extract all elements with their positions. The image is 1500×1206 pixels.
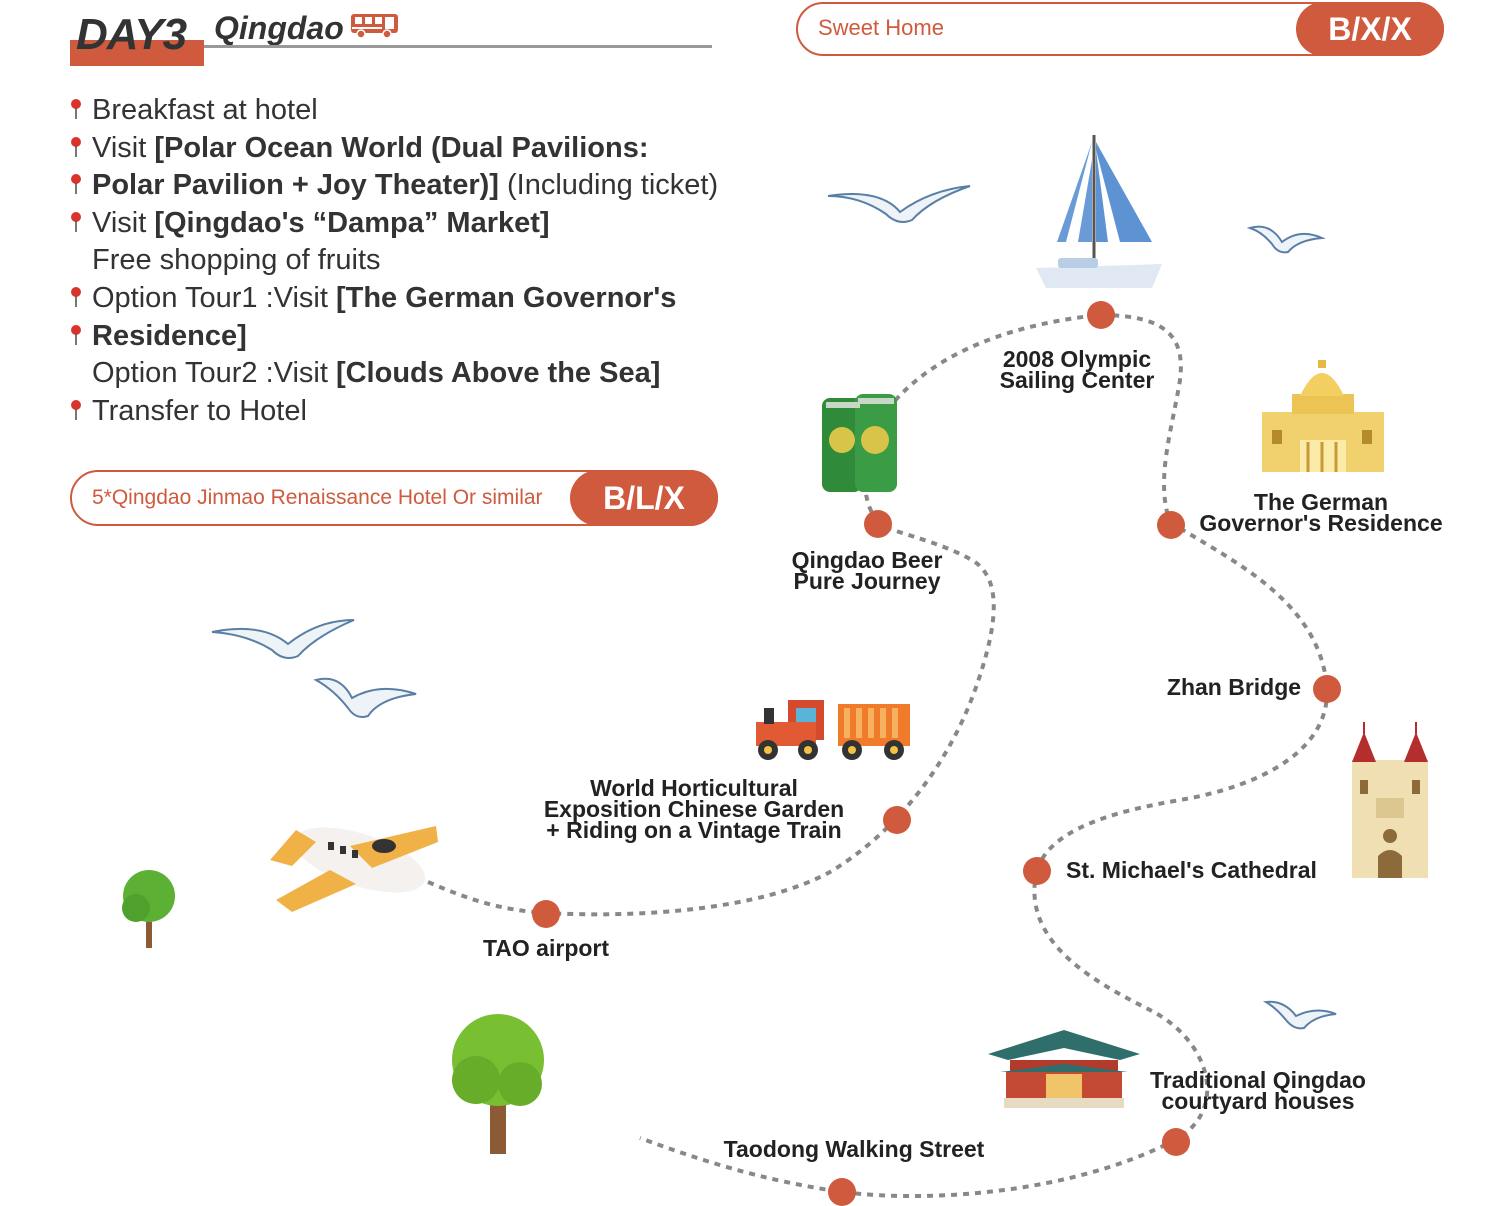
stop-dot-garden — [883, 806, 911, 834]
itinerary-text: Visit [Qingdao's “Dampa” Market] — [92, 205, 550, 243]
itinerary-text-bold: [The German Governor's — [335, 281, 677, 314]
stop-label-zhan: Zhan Bridge — [1166, 674, 1302, 700]
route-path — [1035, 520, 1330, 871]
itinerary-text-plain: Option Tour1 :Visit — [92, 281, 336, 314]
seagull-icon — [211, 619, 355, 659]
large-tree-icon — [452, 1014, 544, 1154]
itinerary-item: Free shopping of fruits — [66, 242, 766, 280]
itinerary-text-bold: [Polar Ocean World (Dual Pavilions: — [154, 131, 649, 164]
meal-badge: B/X/X — [1296, 2, 1444, 56]
itinerary-item: Transfer to Hotel — [66, 393, 766, 431]
itinerary-text-bold: Polar Pavilion + Joy Theater)] — [92, 169, 499, 202]
itinerary-item: Visit [Polar Ocean World (Dual Pavilions… — [66, 130, 766, 168]
map-pin-icon — [71, 286, 81, 307]
stop-dot-taodong — [828, 1178, 856, 1206]
accommodation-text: Sweet Home — [818, 15, 944, 40]
stop-dot-courtyard — [1162, 1128, 1190, 1156]
itinerary-text: Visit [Polar Ocean World (Dual Pavilions… — [92, 130, 649, 168]
beer-cans-icon — [822, 394, 897, 492]
itinerary-text-bold: [Qingdao's “Dampa” Market] — [154, 206, 550, 239]
map-pin-icon — [71, 211, 81, 232]
stop-dot-cathedral — [1023, 857, 1051, 885]
courtyard-pavilion-icon — [988, 1030, 1140, 1108]
stop-dot-governor — [1157, 511, 1185, 539]
map-pin-icon — [71, 174, 81, 195]
itinerary-text: Option Tour2 :Visit [Clouds Above the Se… — [92, 355, 660, 393]
itinerary-item: Residence] — [66, 318, 766, 356]
itinerary-text-plain: (Including ticket) — [498, 169, 719, 202]
accommodation-pill: Sweet Home B/X/X — [796, 2, 1444, 56]
seagull-icon — [313, 677, 417, 718]
bus-icon — [351, 14, 398, 39]
meal-badge: B/L/X — [570, 470, 718, 526]
itinerary-text-plain: Visit — [92, 131, 155, 164]
stop-dot-sailing — [1087, 301, 1115, 329]
stop-label-airport: TAO airport — [482, 935, 610, 961]
itinerary-text: Transfer to Hotel — [92, 394, 307, 427]
hotel-text: 5*Qingdao Jinmao Renaissance Hotel Or si… — [92, 486, 543, 509]
city-label: Qingdao — [214, 10, 344, 46]
stop-dot-beer — [864, 510, 892, 538]
small-tree-icon — [122, 870, 175, 948]
itinerary-text-plain: Visit — [92, 206, 155, 239]
hotel-pill: 5*Qingdao Jinmao Renaissance Hotel Or si… — [70, 470, 718, 526]
cathedral-icon — [1352, 722, 1428, 878]
stop-dot-airport — [532, 900, 560, 928]
map-pin-icon — [71, 399, 81, 420]
stop-label-taodong: Taodong Walking Street — [723, 1136, 985, 1162]
sailboat-icon — [1036, 135, 1162, 288]
seagull-icon — [827, 185, 971, 223]
stop-dot-zhan — [1313, 675, 1341, 703]
map-pin-icon — [71, 324, 81, 345]
itinerary-text-bold: [Clouds Above the Sea] — [335, 357, 661, 390]
day-label: DAY3 — [76, 10, 187, 59]
itinerary-text: Free shopping of fruits — [92, 244, 381, 277]
itinerary-text: Breakfast at hotel — [92, 94, 318, 126]
itinerary-text: Option Tour1 :Visit [The German Governor… — [92, 280, 676, 318]
itinerary-text-bold: Residence] — [92, 319, 247, 352]
itinerary-item: Option Tour1 :Visit [The German Governor… — [66, 280, 766, 318]
itinerary-item: Visit [Qingdao's “Dampa” Market] — [66, 205, 766, 243]
governor-residence-icon — [1262, 360, 1384, 472]
itinerary-text: Residence] — [92, 318, 247, 356]
map-pin-icon — [71, 136, 81, 157]
map-pin-icon — [71, 99, 81, 119]
stop-label-cathedral: St. Michael's Cathedral — [1066, 857, 1317, 883]
itinerary-item: Option Tour2 :Visit [Clouds Above the Se… — [66, 355, 766, 393]
vintage-train-icon — [756, 700, 910, 760]
itinerary-item: Polar Pavilion + Joy Theater)] (Includin… — [66, 167, 766, 205]
airplane-icon — [270, 826, 438, 912]
day-accent-bar — [70, 40, 204, 66]
itinerary-text-plain: Option Tour2 :Visit — [92, 357, 336, 390]
day-header: DAY3 Qingdao — [70, 8, 712, 66]
header-divider — [204, 45, 712, 48]
seagull-icon — [1262, 1000, 1337, 1030]
itinerary-text: Polar Pavilion + Joy Theater)] (Includin… — [92, 167, 718, 205]
itinerary-item: Breakfast at hotel — [66, 92, 766, 130]
seagull-icon — [1246, 225, 1326, 254]
